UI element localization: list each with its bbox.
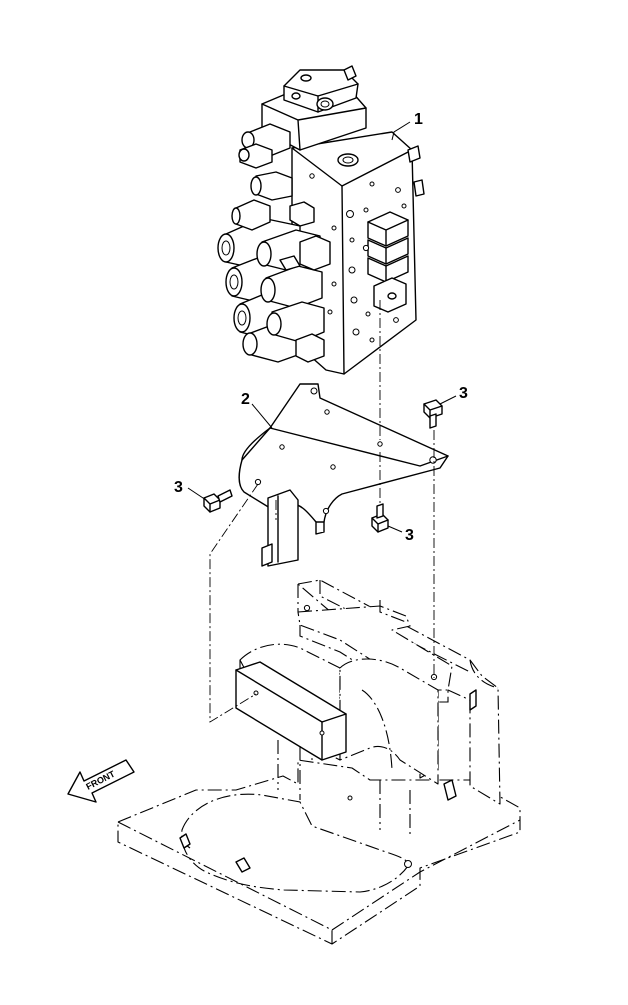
solenoid-stack	[367, 211, 409, 313]
frame-structure	[117, 579, 521, 945]
callout-3-bottom: 3	[405, 527, 414, 544]
bolt-bottom	[371, 503, 389, 533]
spool-ends	[217, 171, 331, 363]
callout-2: 2	[241, 391, 250, 408]
alignment-lines	[209, 300, 435, 723]
callout-3-top: 3	[459, 385, 468, 402]
control-valve	[217, 65, 425, 375]
bolt-left	[203, 489, 233, 513]
bolt-top-right	[423, 399, 443, 429]
callout-1: 1	[414, 111, 423, 128]
mounting-bracket	[238, 383, 449, 567]
front-arrow: FRONT	[67, 759, 135, 803]
leader-lines	[187, 121, 457, 533]
callout-3-left: 3	[174, 479, 183, 496]
